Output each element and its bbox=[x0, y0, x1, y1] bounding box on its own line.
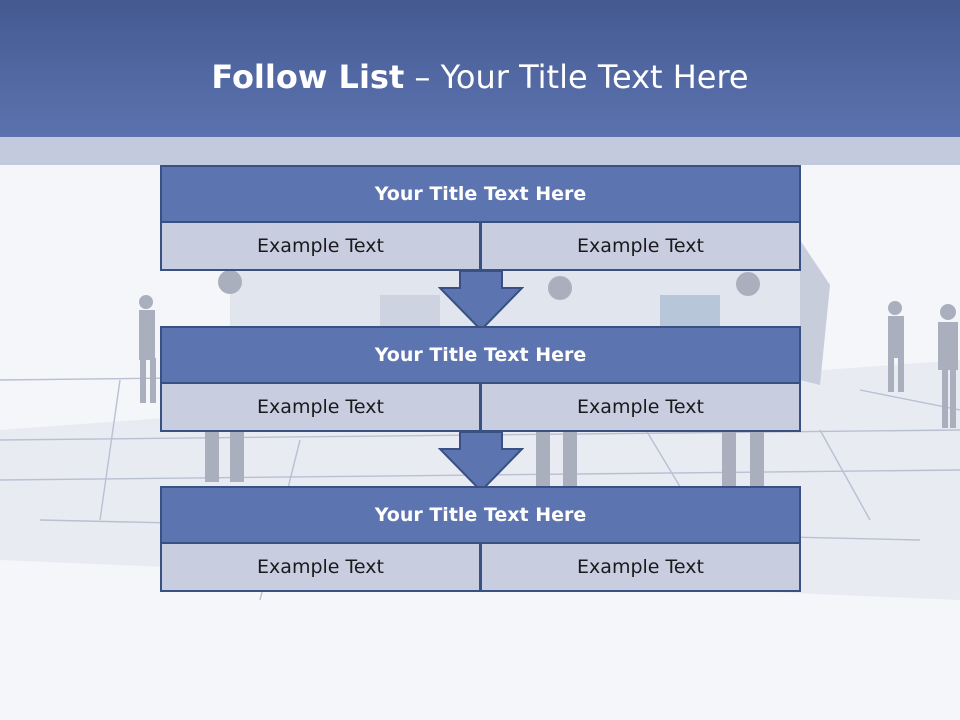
page-title: Follow List – Your Title Text Here bbox=[0, 52, 960, 102]
step-3-title: Your Title Text Here bbox=[160, 486, 801, 544]
step-2-right-text: Example Text bbox=[480, 382, 801, 432]
step-1-title: Your Title Text Here bbox=[160, 165, 801, 223]
down-arrow-icon bbox=[438, 431, 524, 493]
page-title-bold: Follow List bbox=[211, 58, 405, 96]
down-arrow-icon bbox=[438, 270, 524, 332]
header-strip bbox=[0, 137, 960, 165]
header-band bbox=[0, 0, 960, 137]
step-3-left-text: Example Text bbox=[160, 542, 481, 592]
step-2-title: Your Title Text Here bbox=[160, 326, 801, 384]
step-1-right-text: Example Text bbox=[480, 221, 801, 271]
step-1-left-text: Example Text bbox=[160, 221, 481, 271]
page-title-rest: – Your Title Text Here bbox=[404, 58, 749, 96]
step-3-right-text: Example Text bbox=[480, 542, 801, 592]
step-2-left-text: Example Text bbox=[160, 382, 481, 432]
